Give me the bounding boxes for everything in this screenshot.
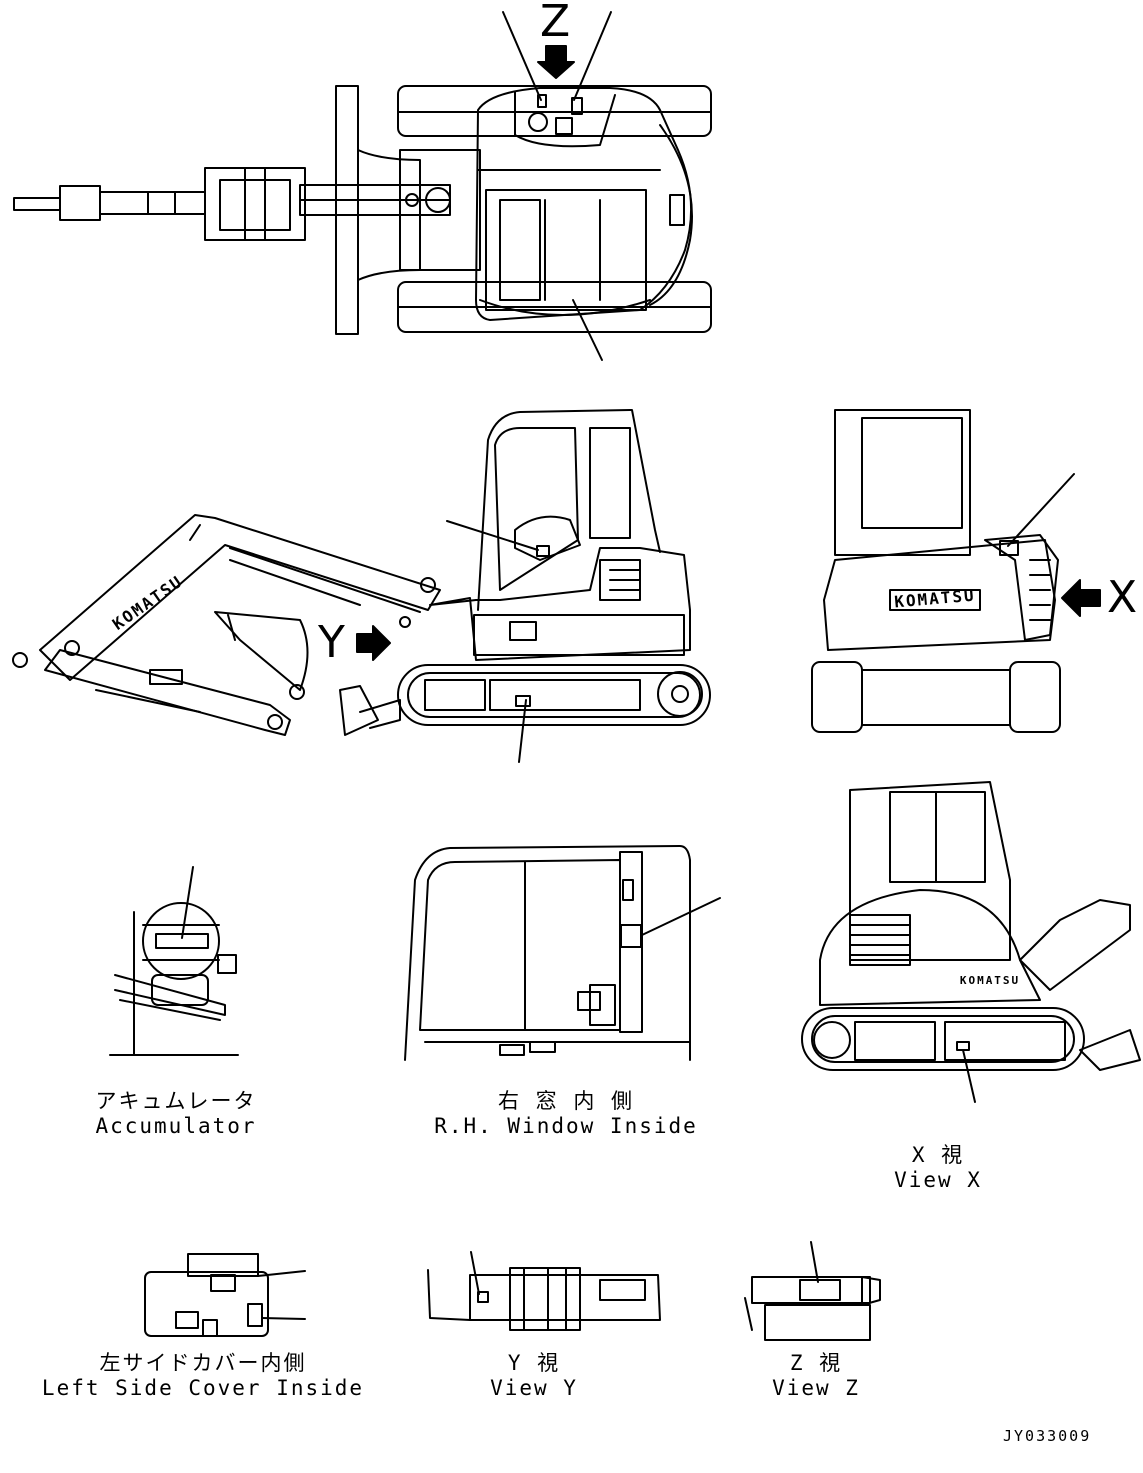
caption-view-y-jp: Y 視	[507, 1351, 561, 1375]
view-x-drawing	[801, 781, 1141, 1103]
caption-rh-window-jp: 右 窓 内 側	[498, 1089, 634, 1113]
caption-view-x-en: View X	[894, 1168, 982, 1192]
marker-x: X	[1107, 572, 1138, 623]
caption-view-x-jp: X 視	[911, 1143, 965, 1167]
side-view-excavator	[12, 409, 711, 763]
accumulator-detail	[109, 866, 239, 1056]
caption-view-z-en: View Z	[772, 1376, 860, 1400]
rh-window-detail	[404, 845, 721, 1061]
left-cover-detail	[144, 1253, 306, 1337]
brand-logo-viewx: KOMATSU	[959, 974, 1021, 987]
caption-rh-window-en: R.H. Window Inside	[434, 1114, 698, 1138]
caption-left-cover-jp: 左サイドカバー内側	[99, 1351, 307, 1375]
caption-accumulator-en: Accumulator	[95, 1114, 257, 1138]
marker-z: Z	[540, 0, 571, 47]
top-view-excavator	[13, 11, 712, 361]
marker-y: Y	[318, 617, 345, 668]
caption-view-y-en: View Y	[490, 1376, 578, 1400]
view-z-detail	[744, 1241, 881, 1341]
caption-accumulator-jp: アキュムレータ	[95, 1089, 257, 1113]
caption-view-z-jp: Z 視	[789, 1351, 843, 1375]
rear-view-excavator	[811, 409, 1101, 733]
drawing-number: JY033009	[1003, 1427, 1092, 1445]
view-y-detail	[427, 1251, 661, 1331]
caption-left-cover-en: Left Side Cover Inside	[41, 1376, 365, 1400]
